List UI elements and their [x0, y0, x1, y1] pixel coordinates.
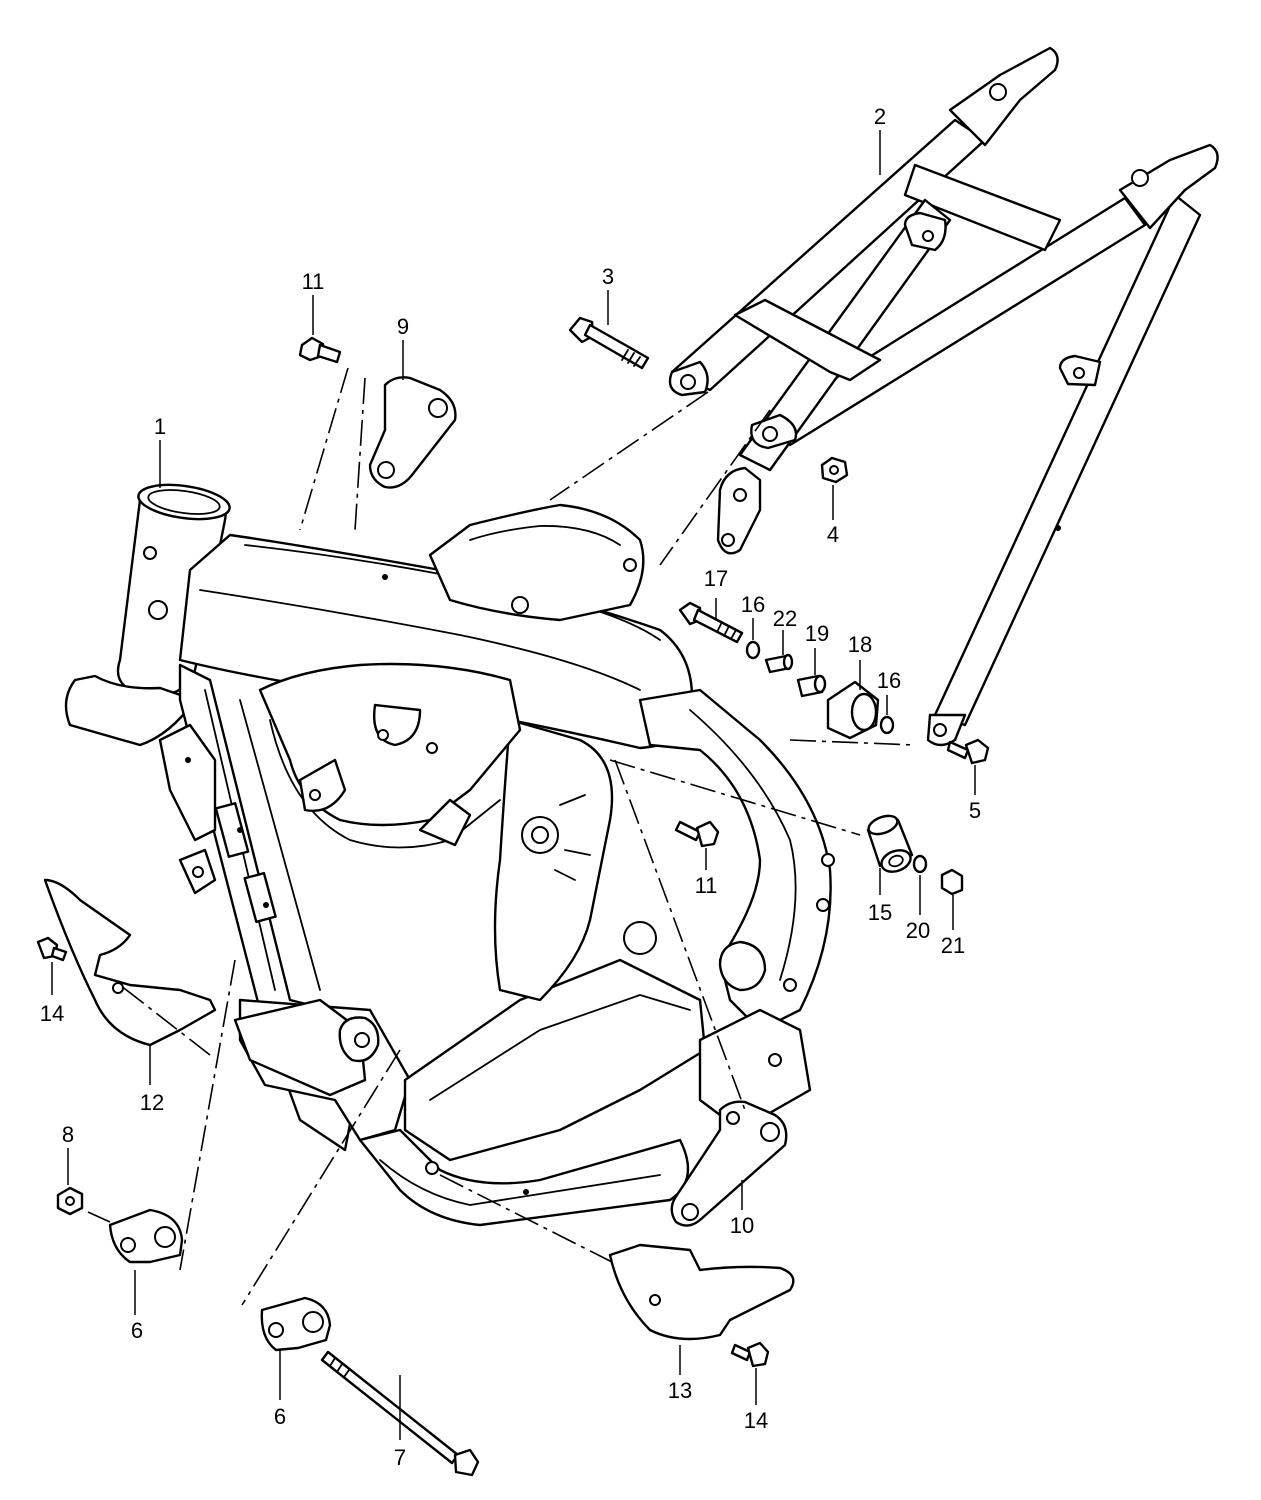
nut-4 — [820, 456, 849, 484]
bushing-18 — [826, 680, 880, 740]
engine-bracket-6a — [108, 1208, 184, 1264]
leader-lines — [51, 130, 976, 1440]
callout-17: 17 — [704, 566, 728, 591]
nut-21 — [940, 868, 964, 896]
bolt-11a — [298, 336, 342, 364]
callout-3: 3 — [602, 264, 614, 289]
main-frame — [64, 483, 835, 1227]
callout-13: 13 — [668, 1378, 692, 1403]
callout-21: 21 — [941, 933, 965, 958]
guard-13 — [608, 1243, 795, 1341]
engine-hanger-10 — [670, 1100, 788, 1227]
spacer-22 — [764, 653, 794, 674]
callout-14-left: 14 — [40, 1001, 64, 1026]
collar-19 — [796, 674, 827, 698]
engine-bracket-6b — [260, 1296, 332, 1352]
washer-16a — [745, 640, 761, 660]
callout-4: 4 — [827, 522, 839, 547]
callout-6-lower: 6 — [274, 1404, 286, 1429]
callout-18: 18 — [848, 632, 872, 657]
callout-7: 7 — [394, 1445, 406, 1470]
callouts: 1 2 3 4 5 6 6 7 8 9 10 11 11 12 13 14 14… — [40, 104, 981, 1470]
rear-subframe — [668, 46, 1219, 747]
callout-11-lower: 11 — [695, 873, 718, 898]
callout-15: 15 — [868, 900, 892, 925]
bushing-15 — [866, 814, 914, 873]
callout-20: 20 — [906, 918, 930, 943]
nut-8 — [56, 1186, 84, 1216]
bolt-17 — [678, 601, 744, 644]
callout-19: 19 — [805, 621, 829, 646]
bolt-5 — [946, 738, 990, 765]
callout-10: 10 — [730, 1213, 754, 1238]
callout-1: 1 — [154, 414, 166, 439]
callout-2: 2 — [874, 104, 886, 129]
washer-20 — [912, 854, 928, 874]
guard-12 — [43, 878, 217, 1047]
engine-hanger-9 — [368, 376, 457, 489]
bolt-14a — [36, 936, 68, 962]
callout-16-right: 16 — [877, 668, 901, 693]
callout-6-upper: 6 — [131, 1318, 143, 1343]
callout-8: 8 — [62, 1122, 74, 1147]
bolt-3 — [568, 316, 650, 370]
assembly-lines — [87, 367, 916, 1306]
callout-14-right: 14 — [744, 1408, 768, 1433]
callout-9: 9 — [397, 314, 409, 339]
callout-16-left: 16 — [741, 592, 765, 617]
callout-5: 5 — [969, 798, 981, 823]
bolt-7 — [320, 1350, 480, 1477]
bolt-11b — [674, 820, 720, 848]
callout-12: 12 — [140, 1090, 164, 1115]
callout-11-upper: 11 — [302, 269, 325, 294]
callout-22: 22 — [773, 606, 797, 631]
bolt-14b — [730, 1341, 770, 1368]
washer-16b — [879, 715, 895, 735]
